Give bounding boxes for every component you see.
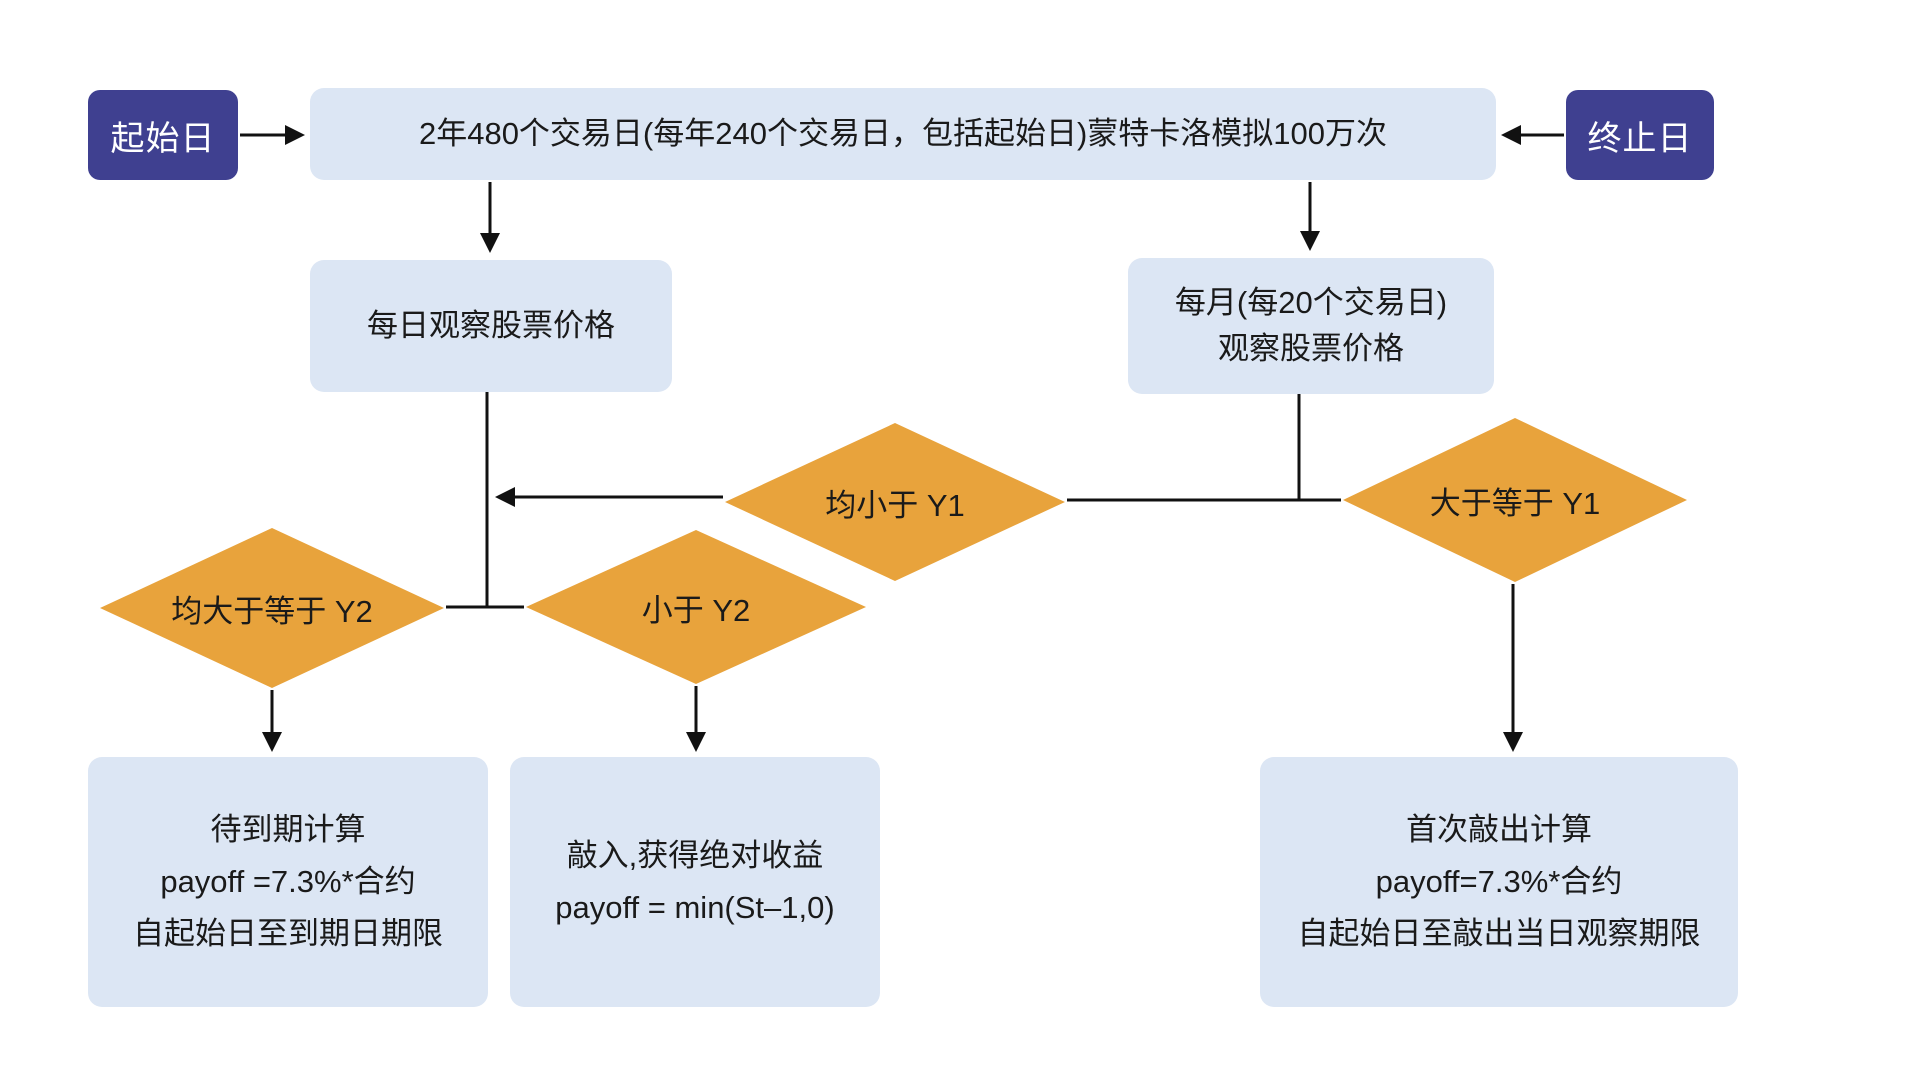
outcome-hold-line3: 自起始日至到期日期限	[133, 916, 443, 951]
outcome-hold-box: 待到期计算 payoff =7.3%*合约 自起始日至到期日期限	[88, 757, 488, 1007]
simulation-label: 2年480个交易日(每年240个交易日，包括起始日)蒙特卡洛模拟100万次	[418, 116, 1388, 151]
monthly-observe-line1: 每月(每20个交易日)	[1174, 285, 1448, 320]
start-date-label: 起始日	[110, 119, 216, 158]
start-date-badge: 起始日	[88, 90, 238, 180]
diamond-all-below-y1: 均小于 Y1	[725, 423, 1065, 581]
simulation-box: 2年480个交易日(每年240个交易日，包括起始日)蒙特卡洛模拟100万次	[310, 88, 1496, 180]
diamond-below-y2-label: 小于 Y2	[641, 592, 751, 628]
outcome-knockout-line2: payoff=7.3%*合约	[1375, 864, 1623, 899]
daily-observe-label: 每日观察股票价格	[367, 308, 615, 343]
outcome-knockin-box: 敲入,获得绝对收益 payoff = min(St–1,0)	[510, 757, 880, 1007]
diamond-all-ge-y2: 均大于等于 Y2	[100, 528, 444, 688]
outcome-knockout-box: 首次敲出计算 payoff=7.3%*合约 自起始日至敲出当日观察期限	[1260, 757, 1738, 1007]
end-date-label: 终止日	[1587, 119, 1693, 158]
outcome-knockin-line1: 敲入,获得绝对收益	[566, 838, 824, 873]
monthly-observe-box: 每月(每20个交易日) 观察股票价格	[1128, 258, 1494, 394]
outcome-hold-line1: 待到期计算	[210, 812, 366, 847]
outcome-knockout-line3: 自起始日至敲出当日观察期限	[1297, 916, 1701, 951]
diamond-all-below-y1-label: 均小于 Y1	[825, 487, 965, 523]
diamond-below-y2: 小于 Y2	[526, 530, 866, 684]
diamond-all-ge-y2-label: 均大于等于 Y2	[171, 593, 373, 629]
diamond-ge-y1-label: 大于等于 Y1	[1429, 485, 1601, 521]
outcome-knockout-line1: 首次敲出计算	[1406, 812, 1592, 847]
diamond-ge-y1: 大于等于 Y1	[1343, 418, 1687, 582]
monthly-observe-line2: 观察股票价格	[1218, 331, 1404, 366]
end-date-badge: 终止日	[1566, 90, 1714, 180]
daily-observe-box: 每日观察股票价格	[310, 260, 672, 392]
outcome-hold-line2: payoff =7.3%*合约	[160, 864, 416, 899]
outcome-knockin-line2: payoff = min(St–1,0)	[555, 890, 835, 925]
